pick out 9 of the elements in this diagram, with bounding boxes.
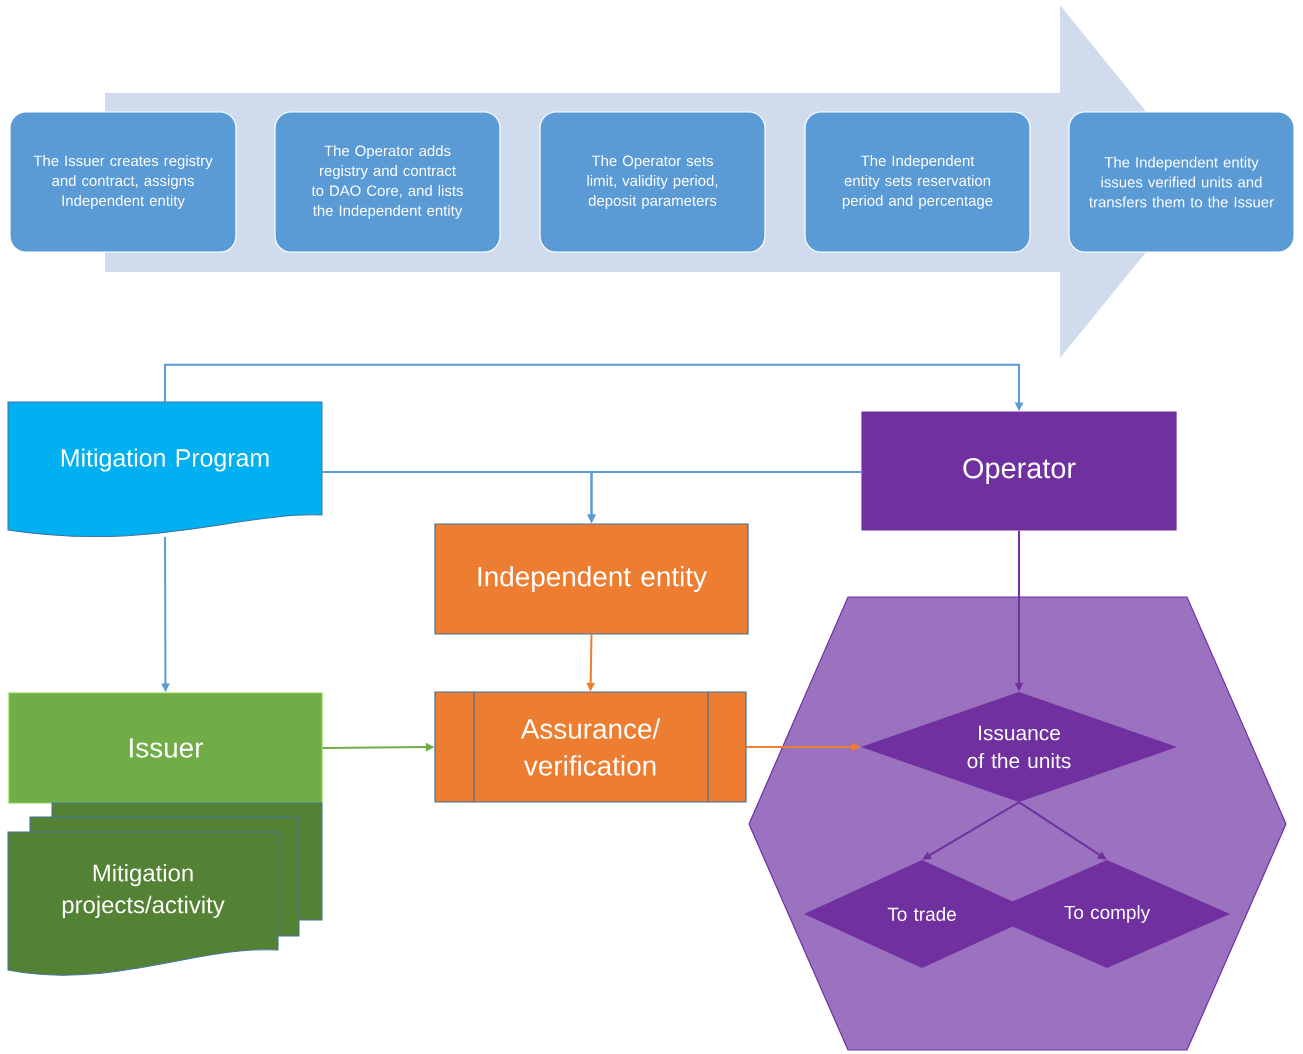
step-box: The Operator sets limit, validity period, deposit parameters xyxy=(539,111,766,253)
step-box: The Independent entity issues verified units and transfers them to the Issuer xyxy=(1068,111,1295,253)
process-box: Operator xyxy=(861,411,1177,531)
process-box: Independent entity xyxy=(434,523,749,635)
step-box: The Issuer creates registry and contract, assigns Independent entity xyxy=(9,111,237,253)
step-box: The Independent entity sets reservation period and percentage xyxy=(804,111,1031,253)
process-box: Issuer xyxy=(8,692,323,804)
step-box: The Operator adds registry and contract to DAO Core, and lists the Independent entity xyxy=(274,111,501,253)
predefined-process-box: Assurance/ verification xyxy=(434,691,747,803)
